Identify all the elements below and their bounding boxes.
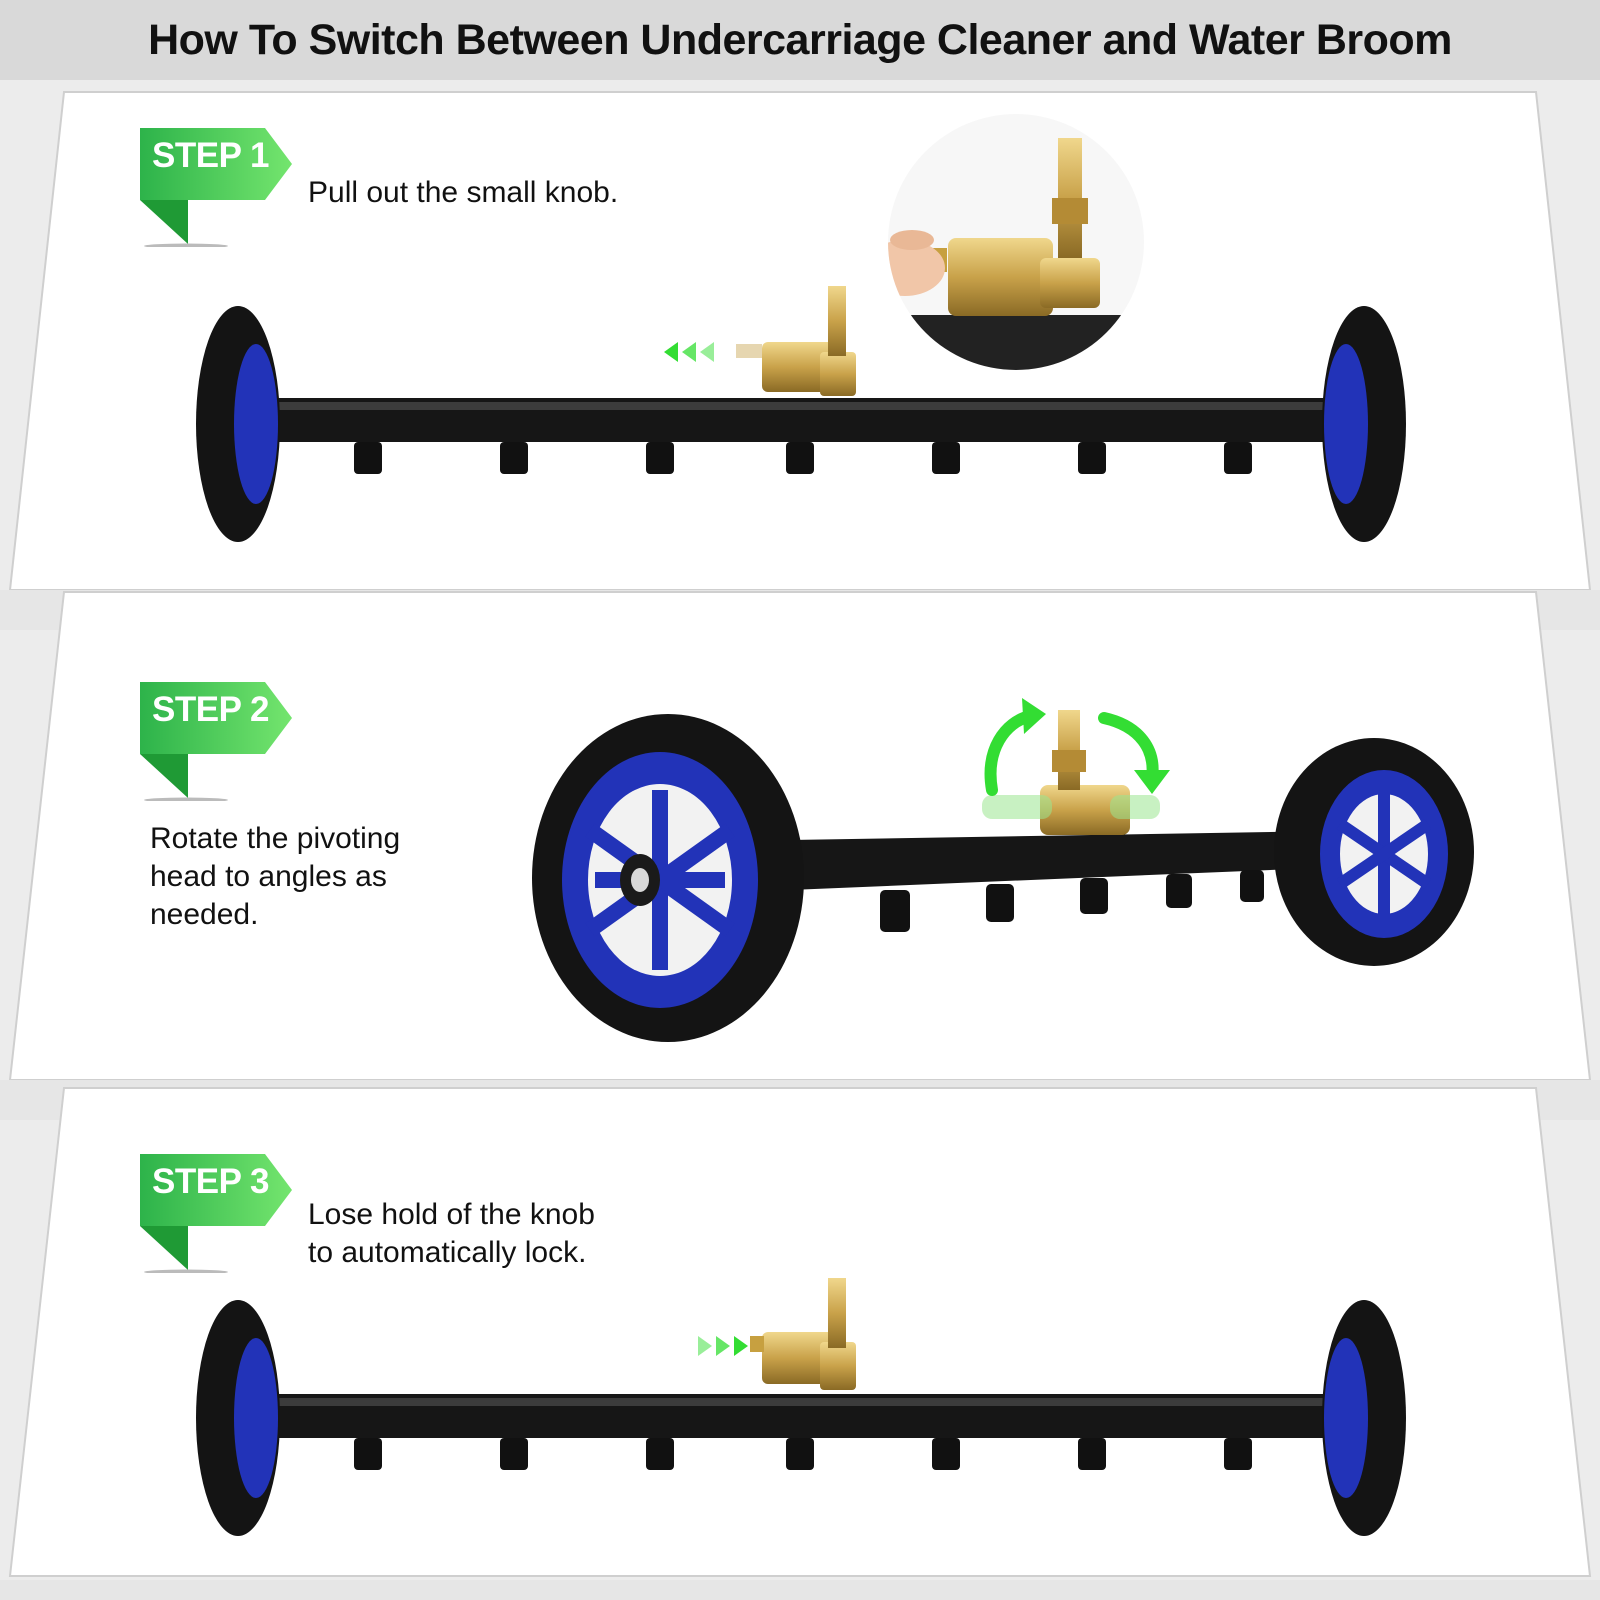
rotate-direction-arrows-icon [984,710,1159,796]
step-1-instruction: Pull out the small knob. [308,174,618,212]
undercarriage-cleaner-icon [532,710,1474,1042]
undercarriage-cleaner-icon [196,1278,1406,1536]
step-1-label: STEP 1 [152,136,269,175]
step-1-badge: STEP 1 [140,122,300,247]
zoom-detail-icon [888,114,1144,370]
step-2-badge: STEP 2 [140,676,300,801]
step-2-background [0,590,1600,1080]
push-direction-arrows-icon [698,1336,748,1356]
instruction-line: Pull out the small knob. [308,176,619,209]
step-3-label: STEP 3 [152,1162,269,1201]
step-2-label: STEP 2 [152,690,269,729]
step-3-badge: STEP 3 [140,1148,300,1273]
step-2-panel: STEP 2 Rotate the pivoting head to angle… [0,590,1600,1080]
pull-direction-arrows-icon [664,342,714,362]
instruction-line: needed. [150,898,259,931]
undercarriage-cleaner-icon [196,286,1406,542]
instruction-line: Lose hold of the knob [308,1198,595,1231]
step-badge-arrow-icon [140,128,292,247]
step-badge-arrow-icon [140,1154,292,1273]
step-1-background [8,91,1592,590]
instruction-line: to automatically lock. [308,1236,587,1269]
step-2-instruction: Rotate the pivoting head to angles as ne… [150,820,400,934]
instruction-line: head to angles as [150,860,387,893]
page-title: How To Switch Between Undercarriage Clea… [148,15,1452,64]
step-badge-arrow-icon [140,682,292,801]
bottom-strip [0,1580,1600,1600]
step-3-panel: STEP 3 Lose hold of the knob to automati… [0,1080,1600,1580]
step-1-panel: STEP 1 Pull out the small knob. [0,80,1600,590]
page-header: How To Switch Between Undercarriage Clea… [0,0,1600,80]
step-2-illustration [532,698,1474,1042]
step-3-instruction: Lose hold of the knob to automatically l… [308,1196,595,1272]
step-3-illustration [196,1278,1406,1536]
step-1-illustration [196,114,1406,542]
instruction-line: Rotate the pivoting [150,822,401,855]
